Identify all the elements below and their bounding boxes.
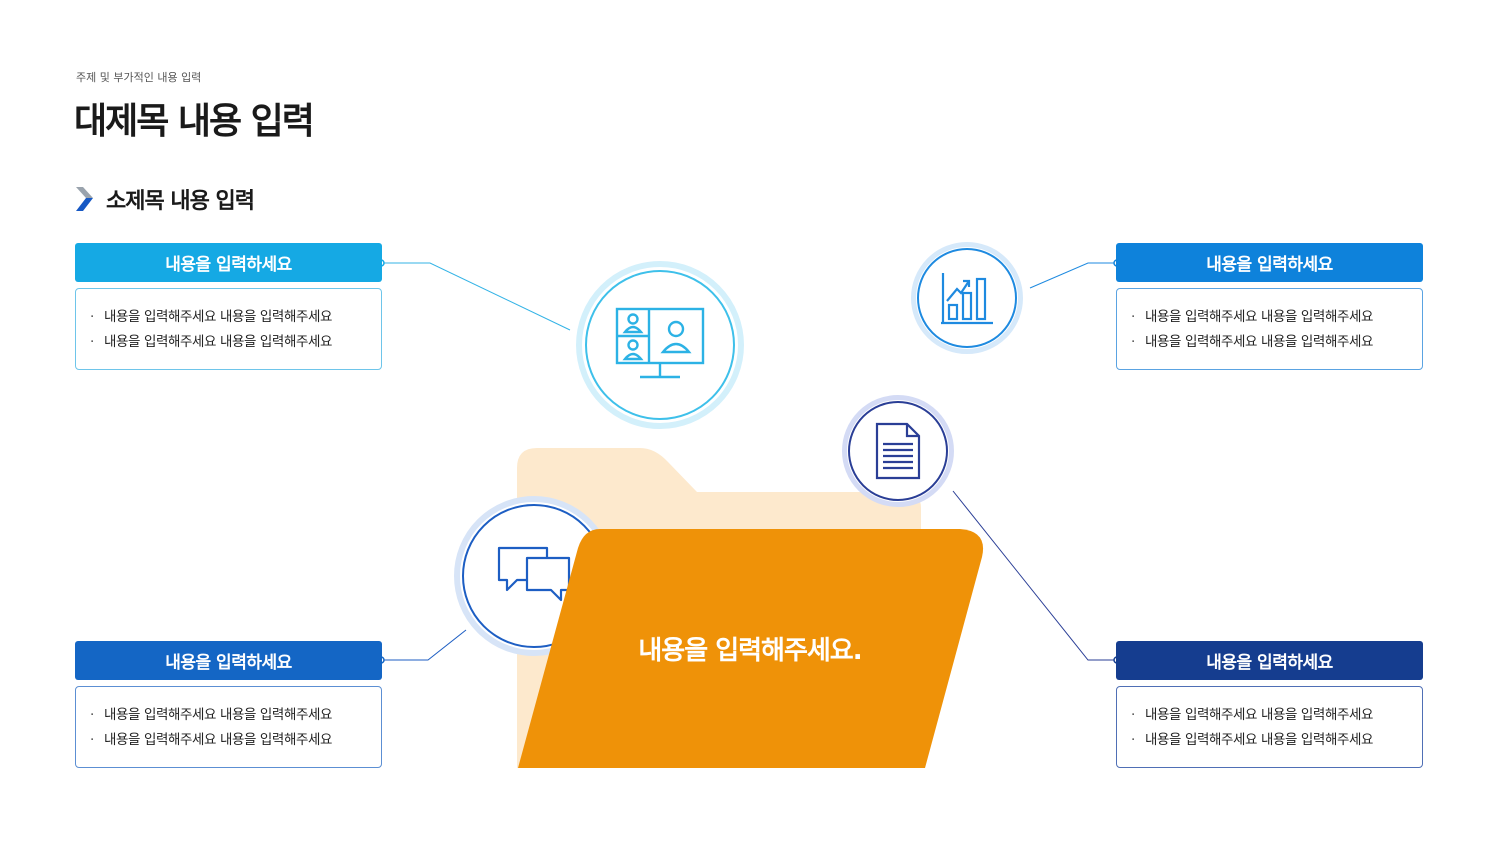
- video-conference-icon: [615, 307, 705, 379]
- box-header-bottom-left: 내용을 입력하세요: [75, 641, 382, 680]
- chart-circle: [911, 242, 1023, 354]
- box-body-bottom-right: ·내용을 입력해주세요 내용을 입력해주세요 ·내용을 입력해주세요 내용을 입…: [1116, 686, 1423, 768]
- box-body-bottom-left: ·내용을 입력해주세요 내용을 입력해주세요 ·내용을 입력해주세요 내용을 입…: [75, 686, 382, 768]
- page-title: 대제목 내용 입력: [74, 101, 315, 142]
- document-icon: [875, 422, 921, 480]
- list-item: ·내용을 입력해주세요 내용을 입력해주세요: [1131, 309, 1374, 325]
- video-conference-circle: [576, 261, 744, 429]
- section-heading: 소제목 내용 입력: [74, 184, 255, 214]
- box-header-bottom-right: 내용을 입력하세요: [1116, 641, 1423, 680]
- list-item: ·내용을 입력해주세요 내용을 입력해주세요: [90, 732, 333, 748]
- bar-chart-growth-icon: [941, 273, 993, 325]
- chevron-right-icon: [76, 187, 93, 211]
- document-circle: [842, 395, 954, 507]
- box-body-top-left: ·내용을 입력해주세요 내용을 입력해주세요 ·내용을 입력해주세요 내용을 입…: [75, 288, 382, 370]
- list-item: ·내용을 입력해주세요 내용을 입력해주세요: [1131, 334, 1374, 350]
- page-subtitle: 주제 및 부가적인 내용 입력: [76, 71, 202, 84]
- list-item: ·내용을 입력해주세요 내용을 입력해주세요: [90, 309, 333, 325]
- list-item: ·내용을 입력해주세요 내용을 입력해주세요: [90, 334, 333, 350]
- list-item: ·내용을 입력해주세요 내용을 입력해주세요: [1131, 732, 1374, 748]
- section-title: 소제목 내용 입력: [106, 189, 255, 214]
- folder-text: 내용을 입력해주세요.: [638, 636, 862, 666]
- box-body-top-right: ·내용을 입력해주세요 내용을 입력해주세요 ·내용을 입력해주세요 내용을 입…: [1116, 288, 1423, 370]
- list-item: ·내용을 입력해주세요 내용을 입력해주세요: [90, 707, 333, 723]
- list-item: ·내용을 입력해주세요 내용을 입력해주세요: [1131, 707, 1374, 723]
- box-header-top-left: 내용을 입력하세요: [75, 243, 382, 282]
- chat-bubbles-icon: [497, 546, 571, 602]
- box-header-top-right: 내용을 입력하세요: [1116, 243, 1423, 282]
